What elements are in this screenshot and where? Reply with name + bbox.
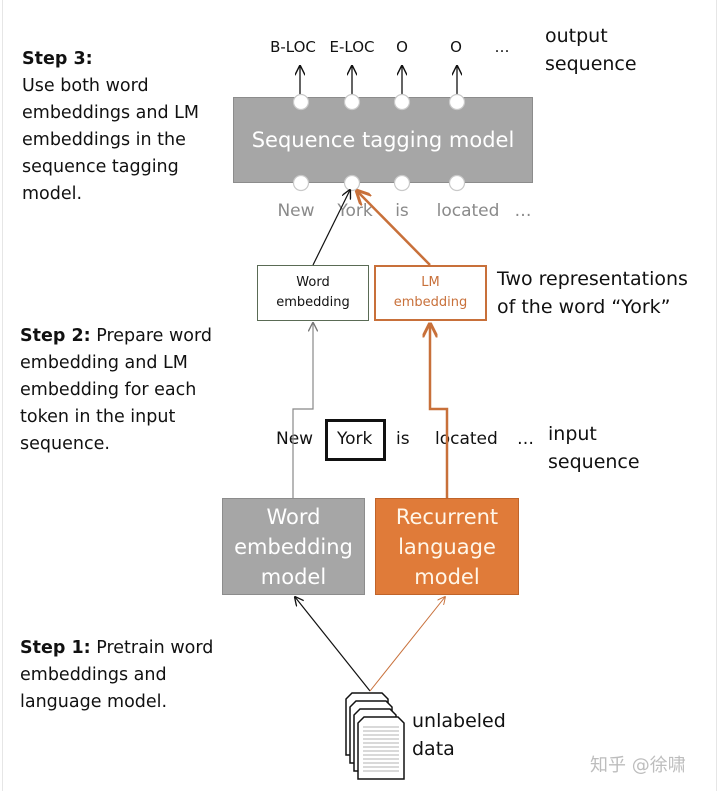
- output-node: [292, 93, 310, 111]
- input-token: York: [337, 429, 373, 449]
- step1-line: language model.: [20, 692, 168, 712]
- step1-line: Pretrain word: [90, 638, 214, 658]
- input-token: …: [517, 429, 534, 449]
- input-sequence-label: input sequence: [548, 420, 640, 476]
- word-model-label: model: [260, 564, 327, 589]
- step2-line: embedding and LM: [20, 353, 188, 373]
- input-token: New: [276, 429, 314, 449]
- documents-icon: [345, 692, 405, 780]
- step2-line: sequence.: [20, 434, 110, 454]
- lm-embedding-label: LM: [421, 275, 440, 290]
- top-token: …: [514, 201, 532, 221]
- document-text-lines: [363, 726, 399, 772]
- word-model-label: Word: [266, 504, 321, 529]
- left-border: [2, 0, 3, 791]
- sequence-tagging-model-box: Sequence tagging model: [233, 97, 533, 183]
- output-label-line: output: [545, 25, 608, 47]
- input-node: [448, 174, 466, 192]
- top-token: New: [277, 201, 315, 221]
- step2-line: Prepare word: [90, 326, 213, 346]
- word-embedding-to-york-arrow: [312, 190, 350, 266]
- input-node: [393, 174, 411, 192]
- step2-title: Step 2:: [20, 326, 91, 346]
- output-sequence-label: output sequence: [545, 22, 637, 78]
- top-token: York: [337, 201, 373, 221]
- step1-line: embeddings and: [20, 665, 167, 685]
- output-node: [343, 93, 361, 111]
- lm-model-label: language: [398, 534, 496, 559]
- input-node: [343, 174, 361, 192]
- data-label-line: unlabeled: [412, 710, 506, 732]
- step3-line: sequence tagging: [22, 157, 179, 177]
- input-label-line: sequence: [548, 451, 640, 473]
- step1-text: Step 1: Pretrain word embeddings and lan…: [20, 635, 213, 716]
- step3-line: Use both word: [22, 76, 149, 96]
- word-embedding-label: Word: [296, 275, 330, 290]
- lm-model-label: model: [414, 564, 480, 589]
- input-label-line: input: [548, 423, 597, 445]
- step3-text: Step 3: Use both word embeddings and LM …: [22, 46, 199, 208]
- input-token: located: [435, 429, 498, 449]
- step3-line: model.: [22, 184, 83, 204]
- data-to-lm-model-arrow: [369, 597, 445, 692]
- output-node: [393, 93, 411, 111]
- york-highlight-box: [325, 419, 386, 461]
- sequence-tagging-model-label: Sequence tagging model: [251, 128, 515, 152]
- output-tag: …: [494, 38, 510, 56]
- unlabeled-data-label: unlabeled data: [412, 707, 506, 763]
- step3-line: embeddings in the: [22, 130, 186, 150]
- output-label-line: sequence: [545, 53, 637, 75]
- top-token: located: [436, 201, 500, 221]
- watermark: 知乎 @徐啸: [590, 755, 686, 776]
- output-tag: B-LOC: [270, 38, 316, 56]
- output-tag: E-LOC: [329, 38, 375, 56]
- word-model-label: embedding: [234, 534, 353, 559]
- word-embedding-box: Word embedding: [257, 265, 369, 321]
- lm-model-label: Recurrent: [395, 504, 499, 529]
- output-tag: O: [450, 38, 462, 56]
- input-token: is: [396, 429, 410, 449]
- step2-line: embedding for each: [20, 380, 197, 400]
- step2-line: token in the input: [20, 407, 176, 427]
- lm-model-to-embedding-arrow: [430, 324, 449, 498]
- two-representations-note: Two representations of the word “York”: [497, 265, 688, 321]
- word-embedding-label: embedding: [276, 295, 350, 310]
- word-model-to-embedding-arrow: [292, 323, 313, 498]
- step1-title: Step 1:: [20, 638, 91, 658]
- note-line: of the word “York”: [497, 296, 671, 318]
- output-node: [448, 93, 466, 111]
- lm-embedding-to-york-arrow: [357, 191, 431, 266]
- output-tag: O: [396, 38, 408, 56]
- note-line: Two representations: [497, 268, 688, 290]
- lm-embedding-label: embedding: [393, 295, 468, 310]
- input-node: [292, 174, 310, 192]
- recurrent-language-model-box: Recurrent language model: [375, 498, 519, 595]
- lm-embedding-box: LM embedding: [374, 265, 487, 321]
- step2-text: Step 2: Prepare word embedding and LM em…: [20, 323, 212, 458]
- right-border: [716, 0, 717, 791]
- word-embedding-model-box: Word embedding model: [222, 498, 365, 595]
- output-arrows: [300, 66, 457, 100]
- top-token: is: [395, 201, 409, 221]
- data-label-line: data: [412, 738, 455, 760]
- step3-title: Step 3:: [22, 49, 93, 69]
- data-to-word-model-arrow: [295, 597, 371, 692]
- step3-line: embeddings and LM: [22, 103, 199, 123]
